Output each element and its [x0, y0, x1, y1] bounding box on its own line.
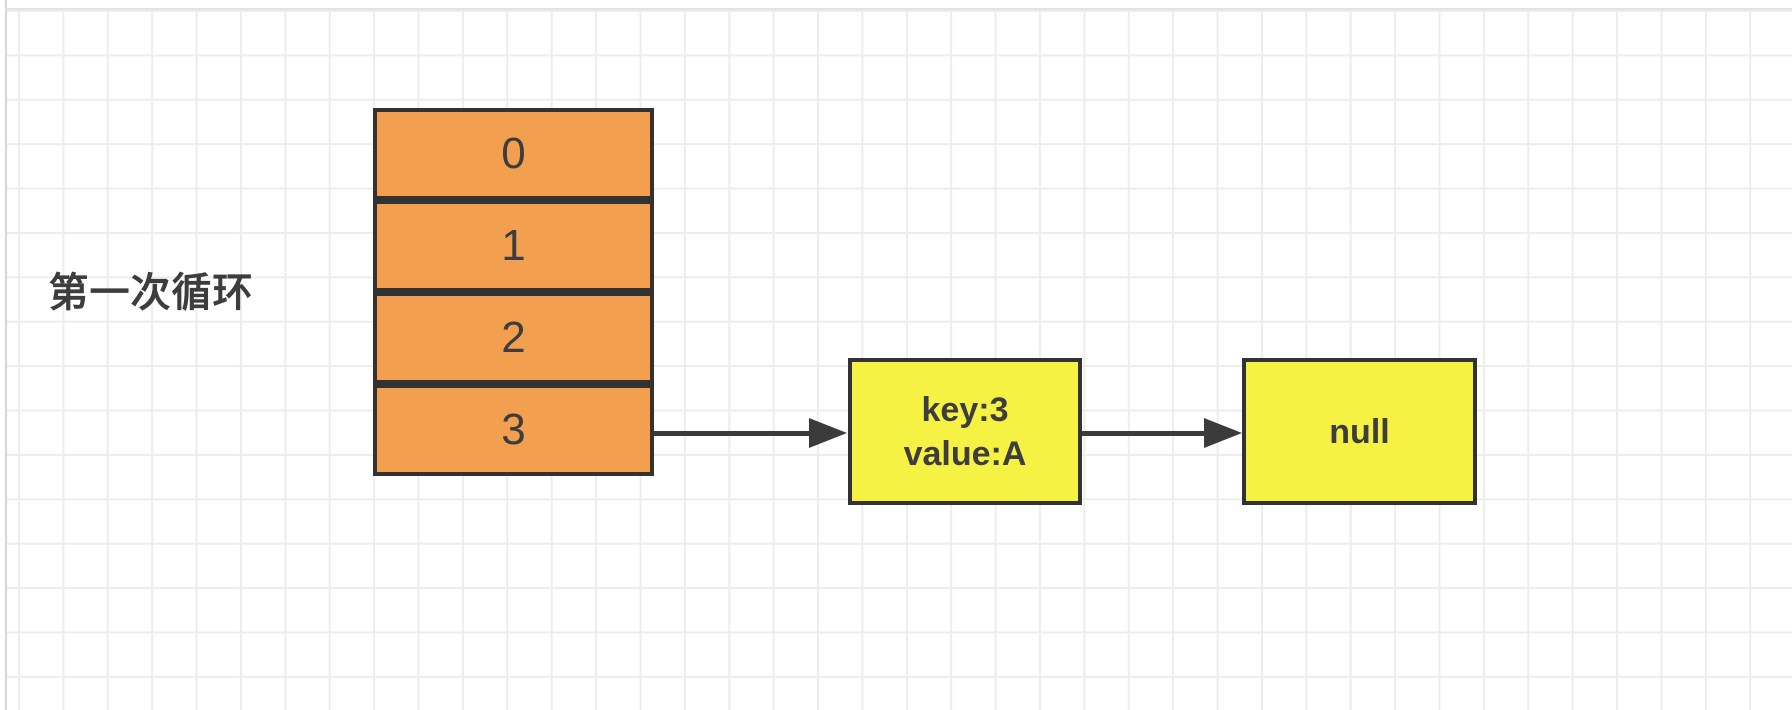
array-cell-label: 0: [501, 129, 526, 178]
node-key-value: key:3 value:A: [848, 358, 1082, 505]
canvas-top-edge: [5, 8, 1792, 10]
node-key-line: key:3: [921, 390, 1009, 429]
array-cell-label: 2: [501, 313, 526, 362]
iteration-label: 第一次循环: [48, 271, 254, 315]
array-cell-label: 1: [501, 221, 526, 270]
node-null: null: [1242, 358, 1477, 505]
arrow-entry-to-null: [1082, 417, 1242, 449]
node-null-label: null: [1329, 412, 1390, 451]
hash-array: 0 1 2 3: [373, 108, 654, 476]
arrow-shaft: [1082, 430, 1204, 436]
array-cell-2: 2: [373, 292, 654, 384]
arrow-head-icon: [809, 418, 847, 448]
array-cell-3: 3: [373, 384, 654, 476]
canvas-left-edge: [5, 0, 7, 710]
arrow-array-to-entry: [654, 417, 847, 449]
arrow-shaft: [654, 430, 809, 436]
array-cell-1: 1: [373, 200, 654, 292]
node-value-line: value:A: [903, 434, 1027, 473]
arrow-head-icon: [1204, 418, 1242, 448]
array-cell-0: 0: [373, 108, 654, 200]
array-cell-label: 3: [501, 405, 526, 454]
